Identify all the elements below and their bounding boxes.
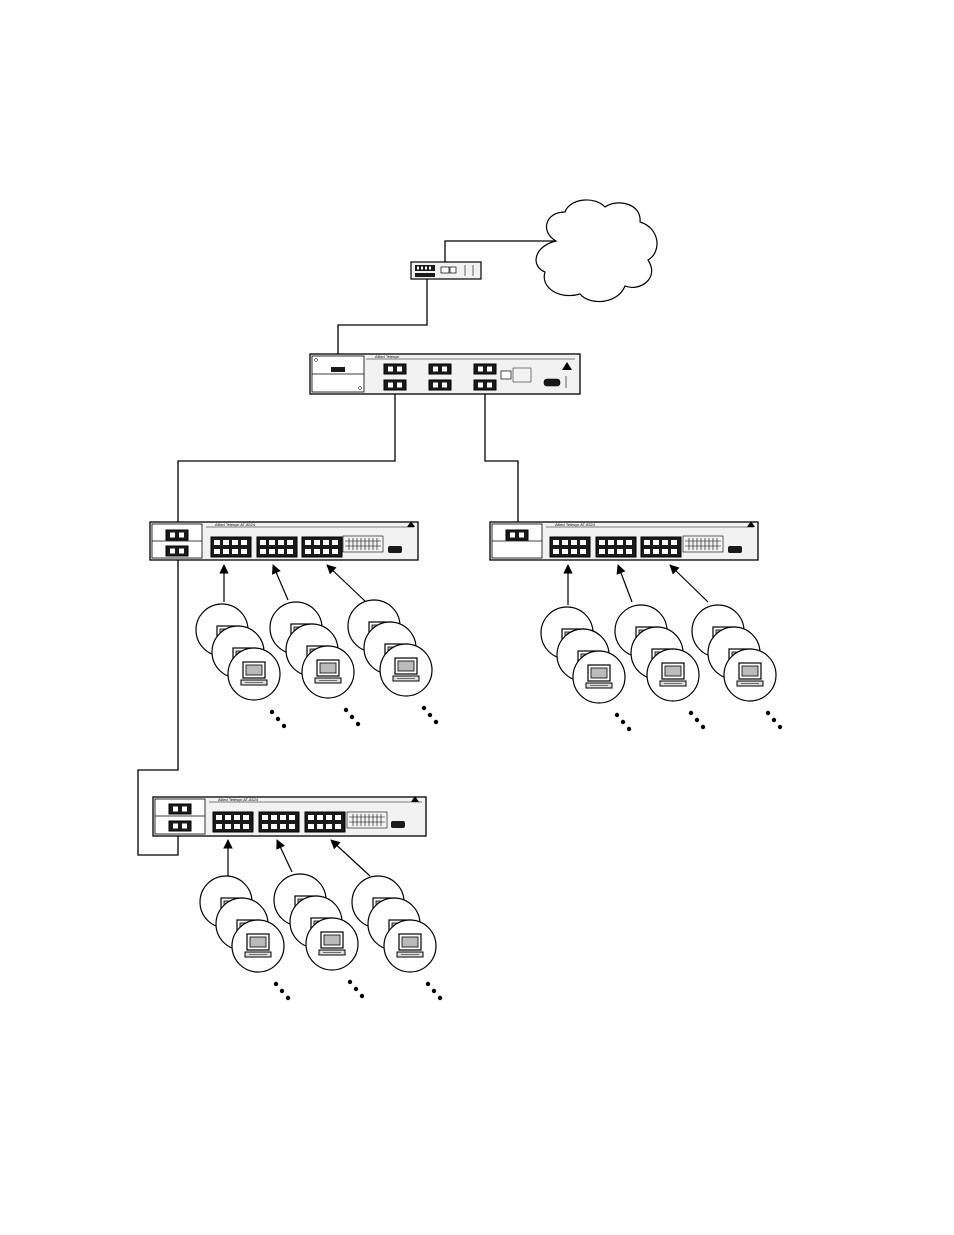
switch-left-brand: Allied Telesyn AT-8324 [215,522,256,527]
workstation-cluster [541,607,625,703]
workstation-icon [241,662,267,685]
link-core-right-switch [485,388,518,532]
ellipsis-dots-icon [270,710,286,728]
edge-switch-icon: Allied Telesyn AT-8324 [490,521,758,560]
ellipsis-dots-icon [689,711,705,729]
workstation-icon [393,658,419,681]
workstation-icon [245,934,271,957]
switch-right-brand: Allied Telesyn AT-8324 [555,522,596,527]
workstation-icon [737,663,763,686]
workstation-icon [660,663,686,686]
ellipsis-dots-icon [344,708,360,726]
workstation-cluster [270,602,354,698]
ellipsis-dots-icon [348,980,364,998]
edge-switch-icon: Allied Telesyn AT-8324 [150,521,418,560]
ellipsis-dots-icon [274,982,290,1000]
workstation-cluster [615,605,699,701]
workstation-cluster [692,605,776,701]
link-core-left-switch [178,388,395,532]
switch-bottom-brand: Allied Telesyn AT-8324 [218,797,259,802]
router-icon [411,262,481,279]
core-switch-icon: Allied Telesyn [310,354,580,394]
workstation-icon [319,932,345,955]
ellipsis-dots-icon [766,711,782,729]
workstation-icon [586,665,612,688]
ellipsis-dots-icon [615,713,631,731]
workstation-cluster [348,600,432,696]
edge-switch-icon: Allied Telesyn AT-8324 [153,796,426,836]
workstation-icon [315,660,341,683]
workstation-cluster [200,876,284,972]
core-switch-brand: Allied Telesyn [375,354,399,359]
ellipsis-dots-icon [422,706,438,724]
workstation-cluster [274,874,358,970]
cloud-icon [536,200,657,302]
workstation-cluster [352,876,436,972]
ellipsis-dots-icon [426,982,442,1000]
workstation-icon [397,934,423,957]
workstation-cluster [196,604,280,700]
workstation-groups [196,600,776,972]
